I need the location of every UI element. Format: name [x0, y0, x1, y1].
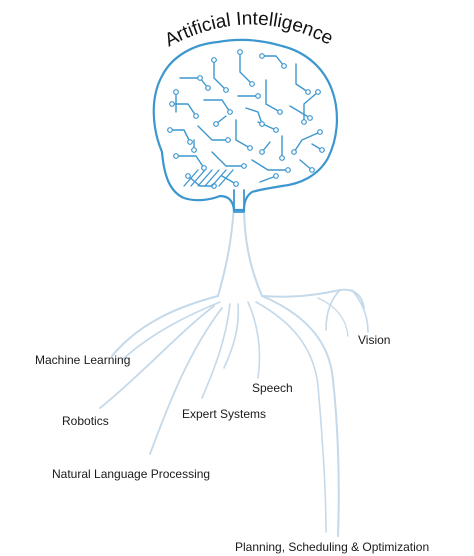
circuit-trace [295, 63, 309, 93]
circuit-trace [175, 155, 205, 169]
root-expert-systems [201, 303, 231, 399]
circuit-trace [171, 103, 197, 117]
label-expert-systems: Expert Systems [182, 407, 266, 421]
label-natural-language-processing: Natural Language Processing [52, 467, 210, 481]
root-planning [261, 295, 340, 537]
circuit-node [273, 173, 279, 179]
circuit-node [193, 113, 199, 119]
brain-stem [233, 189, 245, 213]
circuit-node [167, 127, 173, 133]
label-machine-learning: Machine Learning [35, 353, 130, 367]
circuit-node [241, 163, 247, 169]
circuit-trace [169, 129, 191, 143]
circuit-node [273, 127, 279, 133]
circuit-node [173, 89, 179, 95]
circuit-trace [303, 91, 319, 123]
circuit-node [247, 145, 253, 151]
cerebellum-line [190, 169, 206, 187]
circuit-node [249, 81, 255, 87]
circuit-trace [245, 107, 263, 125]
circuit-node [237, 49, 243, 55]
circuit-node [191, 147, 197, 153]
root-vision-tendril-c [317, 297, 349, 337]
circuit-trace [187, 175, 215, 187]
label-speech: Speech [252, 381, 293, 395]
circuit-brain-icon [152, 38, 339, 213]
circuit-node [255, 93, 261, 99]
branch-labels: Machine Learning Robotics Natural Langua… [35, 333, 429, 554]
circuit-node [285, 167, 291, 173]
circuit-node [279, 155, 285, 161]
circuit-node [259, 53, 265, 59]
circuit-node [205, 85, 211, 91]
circuit-node [259, 149, 265, 155]
circuit-node [169, 101, 175, 107]
circuit-trace [211, 151, 245, 167]
root-middle [223, 303, 240, 369]
circuit-node [309, 167, 315, 173]
circuit-node [317, 129, 323, 135]
root-upper-right [261, 288, 365, 309]
circuit-node [301, 119, 307, 125]
circuit-node [319, 147, 325, 153]
root-vision-tendril-a [325, 289, 341, 331]
circuit-node [201, 165, 207, 171]
circuit-trace [203, 99, 231, 113]
circuit-trace [239, 51, 253, 85]
circuit-node [291, 149, 297, 155]
circuit-node [307, 115, 313, 121]
root-vision-tendril-b [351, 289, 369, 333]
label-vision: Vision [358, 333, 390, 347]
trunk [217, 204, 263, 297]
cerebellum-line [211, 169, 227, 187]
root-machine-learning [111, 295, 219, 357]
circuit-node [259, 121, 265, 127]
root-machine-learning-inner [121, 301, 221, 361]
circuit-trace [197, 125, 229, 141]
circuit-node [187, 139, 193, 145]
circuit-node [315, 89, 321, 95]
brain-circuit-traces [167, 49, 325, 189]
circuit-node [281, 63, 287, 69]
circuit-trace [261, 55, 285, 67]
circuit-node [223, 87, 229, 93]
cerebellum-line [204, 169, 220, 187]
circuit-trace [251, 159, 289, 171]
cerebellum-line [218, 169, 234, 187]
cerebellum-line [197, 169, 213, 187]
circuit-node [197, 75, 203, 81]
circuit-node [305, 89, 311, 95]
circuit-node [213, 121, 219, 127]
root-speech [247, 301, 261, 379]
circuit-node [185, 173, 191, 179]
circuit-node [225, 137, 231, 143]
label-planning-scheduling-optimization: Planning, Scheduling & Optimization [235, 540, 429, 554]
cerebellum-line [183, 169, 199, 187]
root-robotics [99, 305, 215, 409]
circuit-node [211, 57, 217, 63]
circuit-trace [293, 131, 321, 153]
circuit-trace [213, 59, 227, 91]
circuit-node [173, 153, 179, 159]
circuit-trace [235, 119, 251, 149]
root-planning-inner [255, 301, 327, 533]
brain-outline [152, 38, 339, 212]
circuit-trace [265, 79, 281, 113]
root-system [99, 204, 369, 537]
circuit-node [227, 109, 233, 115]
circuit-trace [289, 105, 311, 119]
circuit-node [233, 181, 239, 187]
circuit-node [277, 109, 283, 115]
label-robotics: Robotics [62, 414, 109, 428]
root-nlp [149, 307, 223, 455]
